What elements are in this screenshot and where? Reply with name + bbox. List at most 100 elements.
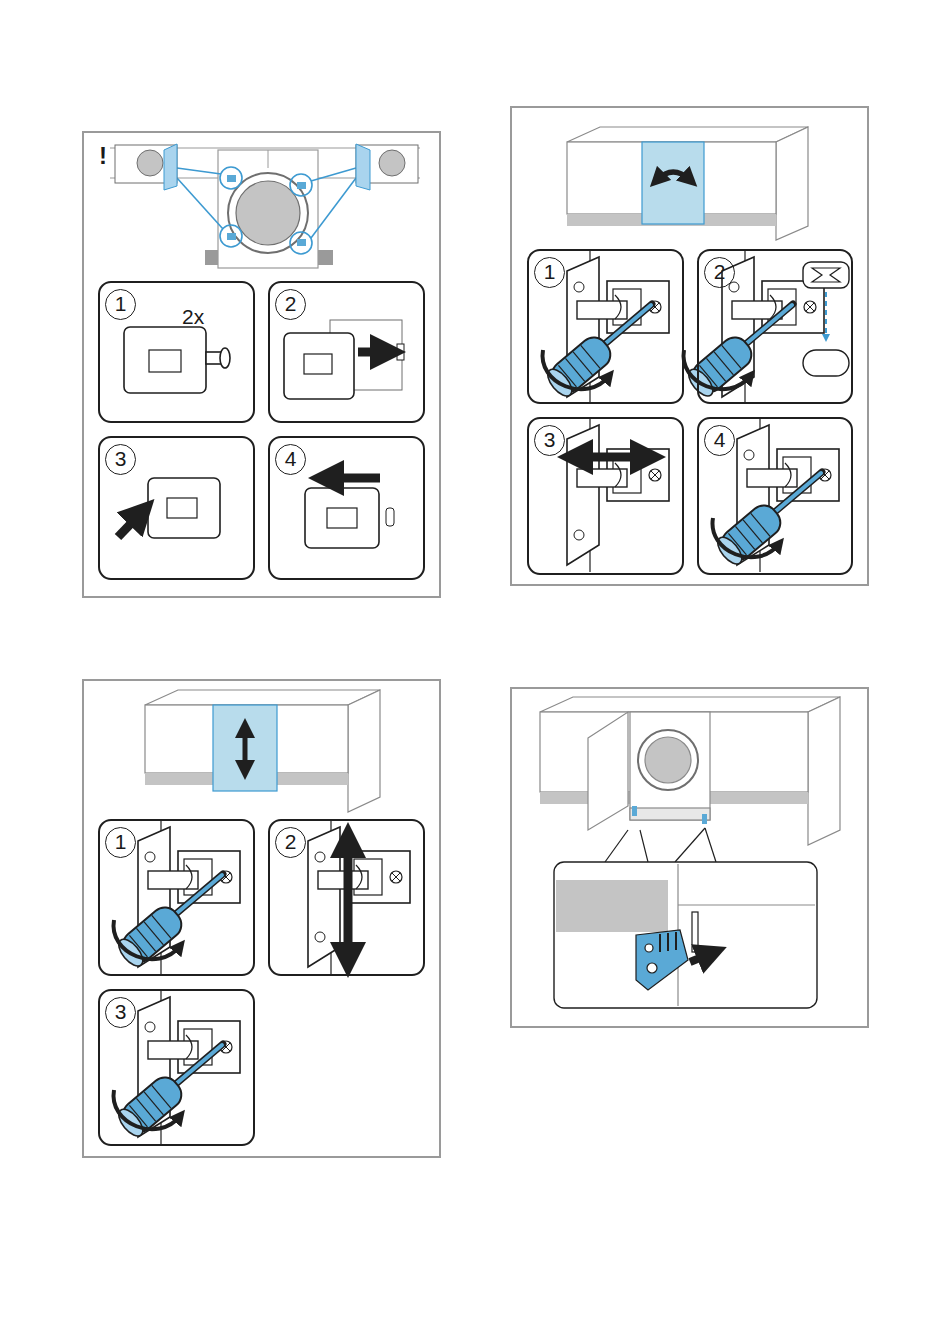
installed-machine-view-part	[808, 697, 840, 845]
step-box: 2	[268, 819, 425, 976]
machine-front-view-part-part	[311, 168, 356, 181]
direction-arrow-part	[326, 474, 380, 483]
clip-part-part	[386, 508, 394, 526]
cabinet-view-part	[657, 172, 690, 180]
installed-machine-view-part	[692, 912, 698, 952]
installed-machine-view-part	[702, 814, 707, 824]
machine-front-view-part	[164, 144, 177, 190]
installed-machine-view-part	[640, 830, 648, 862]
step-number: 2	[275, 289, 306, 320]
direction-arrow-part	[344, 840, 353, 960]
step-box: 3	[98, 989, 255, 1146]
installed-machine-view-part	[675, 828, 705, 862]
clip-part-part	[149, 350, 181, 372]
cabinet-view	[145, 690, 380, 812]
machine-front-view-part	[218, 150, 318, 268]
step-number: 1	[105, 289, 136, 320]
direction-arrow-part	[575, 453, 648, 462]
installed-machine-view-part	[540, 697, 840, 712]
spacer-symbol-part	[803, 350, 849, 376]
installed-machine-view-part	[554, 862, 817, 1008]
machine-front-view-part	[379, 150, 405, 176]
step-box: 4	[697, 417, 853, 575]
clip-part-part	[397, 344, 404, 360]
step-box: 2	[268, 281, 425, 423]
hinge-step-part	[684, 304, 793, 400]
hinge-step-part	[567, 417, 669, 572]
installed-machine-view-part	[660, 932, 676, 952]
machine-front-view-part	[318, 250, 333, 265]
installed-machine-view-part	[636, 930, 688, 990]
installed-machine-view-part	[588, 712, 628, 830]
machine-front-view-part-part	[290, 232, 312, 254]
direction-arrow-part	[358, 348, 388, 357]
installed-machine-view-part	[647, 963, 657, 973]
machine-front-view-part	[356, 144, 370, 190]
hinge-step-part	[114, 874, 223, 970]
clip-part-part	[148, 478, 220, 538]
clip-part-part	[305, 488, 379, 548]
step-number: 2	[704, 257, 735, 288]
machine-front-view-part	[236, 181, 300, 245]
machine-front-view-part	[227, 175, 236, 182]
panel-frame	[83, 107, 868, 1157]
machine-front-view-part-part	[311, 178, 356, 238]
machine-front-view	[110, 144, 420, 268]
hinge-step-part	[114, 1044, 223, 1140]
panel-frame-part	[511, 688, 868, 1027]
cabinet-view-part	[243, 728, 248, 770]
machine-front-view-part	[227, 233, 236, 240]
hinge-step-part	[543, 304, 652, 400]
step-number: 3	[105, 444, 136, 475]
machine-front-view-part-part	[220, 167, 242, 189]
spacer-symbol-part	[803, 262, 849, 288]
spacer-symbol-part	[812, 268, 840, 282]
installed-machine-view-part	[630, 712, 710, 820]
cabinet-view	[567, 127, 808, 240]
machine-front-view-part	[177, 167, 356, 254]
step-box: 1	[98, 819, 255, 976]
cabinet-view-part	[776, 127, 808, 240]
installed-machine-view-part	[645, 944, 653, 952]
panel-frame-part	[511, 107, 868, 585]
step-number: 2	[275, 827, 306, 858]
step-number: 3	[534, 425, 565, 456]
hinge-step	[114, 249, 839, 1144]
machine-front-view-part	[297, 239, 306, 246]
installed-machine-view-part	[630, 808, 710, 820]
installed-machine-view-part	[605, 830, 628, 862]
clip-part-part	[124, 327, 206, 393]
step-box: 3	[98, 436, 255, 580]
step-number: 3	[105, 997, 136, 1028]
installed-machine-view-part	[638, 730, 698, 790]
clip-part-part	[327, 508, 357, 528]
hinge-step-part	[308, 819, 410, 974]
machine-front-view-part	[137, 150, 163, 176]
cabinet-view-part	[145, 690, 380, 705]
clip-part	[124, 320, 404, 548]
clip-part-part	[284, 333, 354, 399]
direction-arrow	[118, 352, 388, 537]
spacer-symbol-part	[825, 292, 827, 338]
step-box: 3	[527, 417, 684, 575]
installed-machine-view-part	[690, 953, 712, 962]
machine-front-view-part-part	[177, 178, 223, 229]
machine-front-view-part	[297, 182, 306, 189]
clip-part-part	[167, 498, 197, 518]
step-number: 1	[105, 827, 136, 858]
machine-front-view-part-part	[290, 174, 312, 196]
clip-part-part	[304, 354, 332, 374]
direction-arrow-part	[118, 512, 142, 537]
step-number: 4	[275, 444, 306, 475]
installed-machine-view-part	[632, 806, 637, 816]
step-box: 4	[268, 436, 425, 580]
hinge-step-part	[713, 472, 822, 568]
quantity-note: 2x	[182, 305, 204, 329]
installed-machine-view-part	[705, 828, 716, 862]
machine-front-view-part	[268, 150, 269, 168]
step-number: 4	[704, 425, 735, 456]
cabinet-view-part	[348, 690, 380, 812]
step-box: 1	[527, 249, 684, 404]
